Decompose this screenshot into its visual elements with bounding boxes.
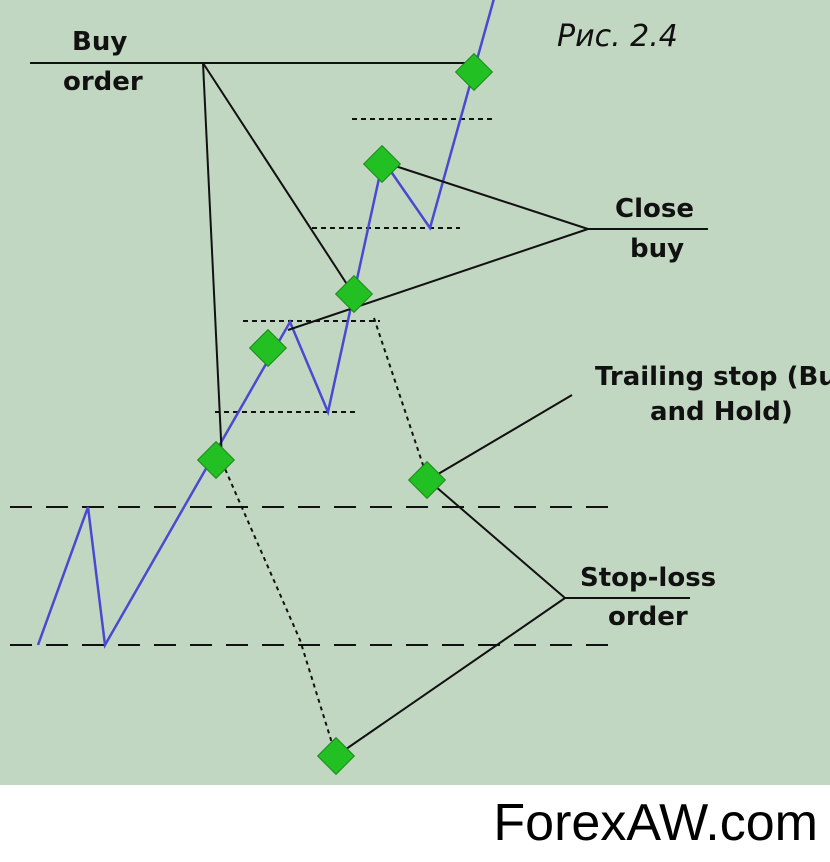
trading-diagram: Рис. 2.4 Buy order Close buy Trailing st… bbox=[0, 0, 830, 785]
marker-buy bbox=[196, 440, 236, 480]
stop-loss-dotted-path bbox=[221, 461, 337, 757]
close-buy-label-line-2: buy bbox=[630, 234, 684, 264]
stop-loss-label-line-1: Stop-loss bbox=[580, 563, 716, 593]
marker-close-1 bbox=[362, 144, 402, 184]
marker-top bbox=[454, 52, 494, 92]
marker-close-2 bbox=[334, 274, 374, 314]
buy-order-label-line-1: Buy bbox=[72, 27, 127, 57]
close-buy-pointer-1 bbox=[382, 161, 589, 230]
price-line bbox=[36, 0, 495, 649]
stop-loss-label-line-2: order bbox=[608, 602, 688, 632]
buy-order-pointer-1 bbox=[202, 62, 223, 461]
figure-caption: Рис. 2.4 bbox=[557, 19, 678, 54]
buy-order-pointer-2 bbox=[202, 62, 353, 293]
trailing-stop-label-line-1: Trailing stop (Buy bbox=[595, 362, 830, 392]
trailing-stop-label-line-2: and Hold) bbox=[650, 397, 793, 427]
stop-loss-pointer-2 bbox=[335, 597, 566, 757]
close-buy-label-line-1: Close bbox=[615, 194, 694, 224]
marker-trailing-stop bbox=[407, 460, 447, 500]
buy-order-label-line-2: order bbox=[63, 67, 143, 97]
watermark-text: ForexAW.com bbox=[493, 794, 818, 852]
close-buy-pointer-2 bbox=[287, 228, 589, 331]
trailing-stop-dotted-path bbox=[373, 317, 429, 481]
trailing-stop-pointer bbox=[427, 394, 573, 481]
stop-loss-pointer-1 bbox=[427, 479, 566, 599]
watermark-bar: ForexAW.com bbox=[0, 785, 830, 862]
marker-stop-loss bbox=[316, 736, 356, 776]
marker-trail-1 bbox=[248, 328, 288, 368]
